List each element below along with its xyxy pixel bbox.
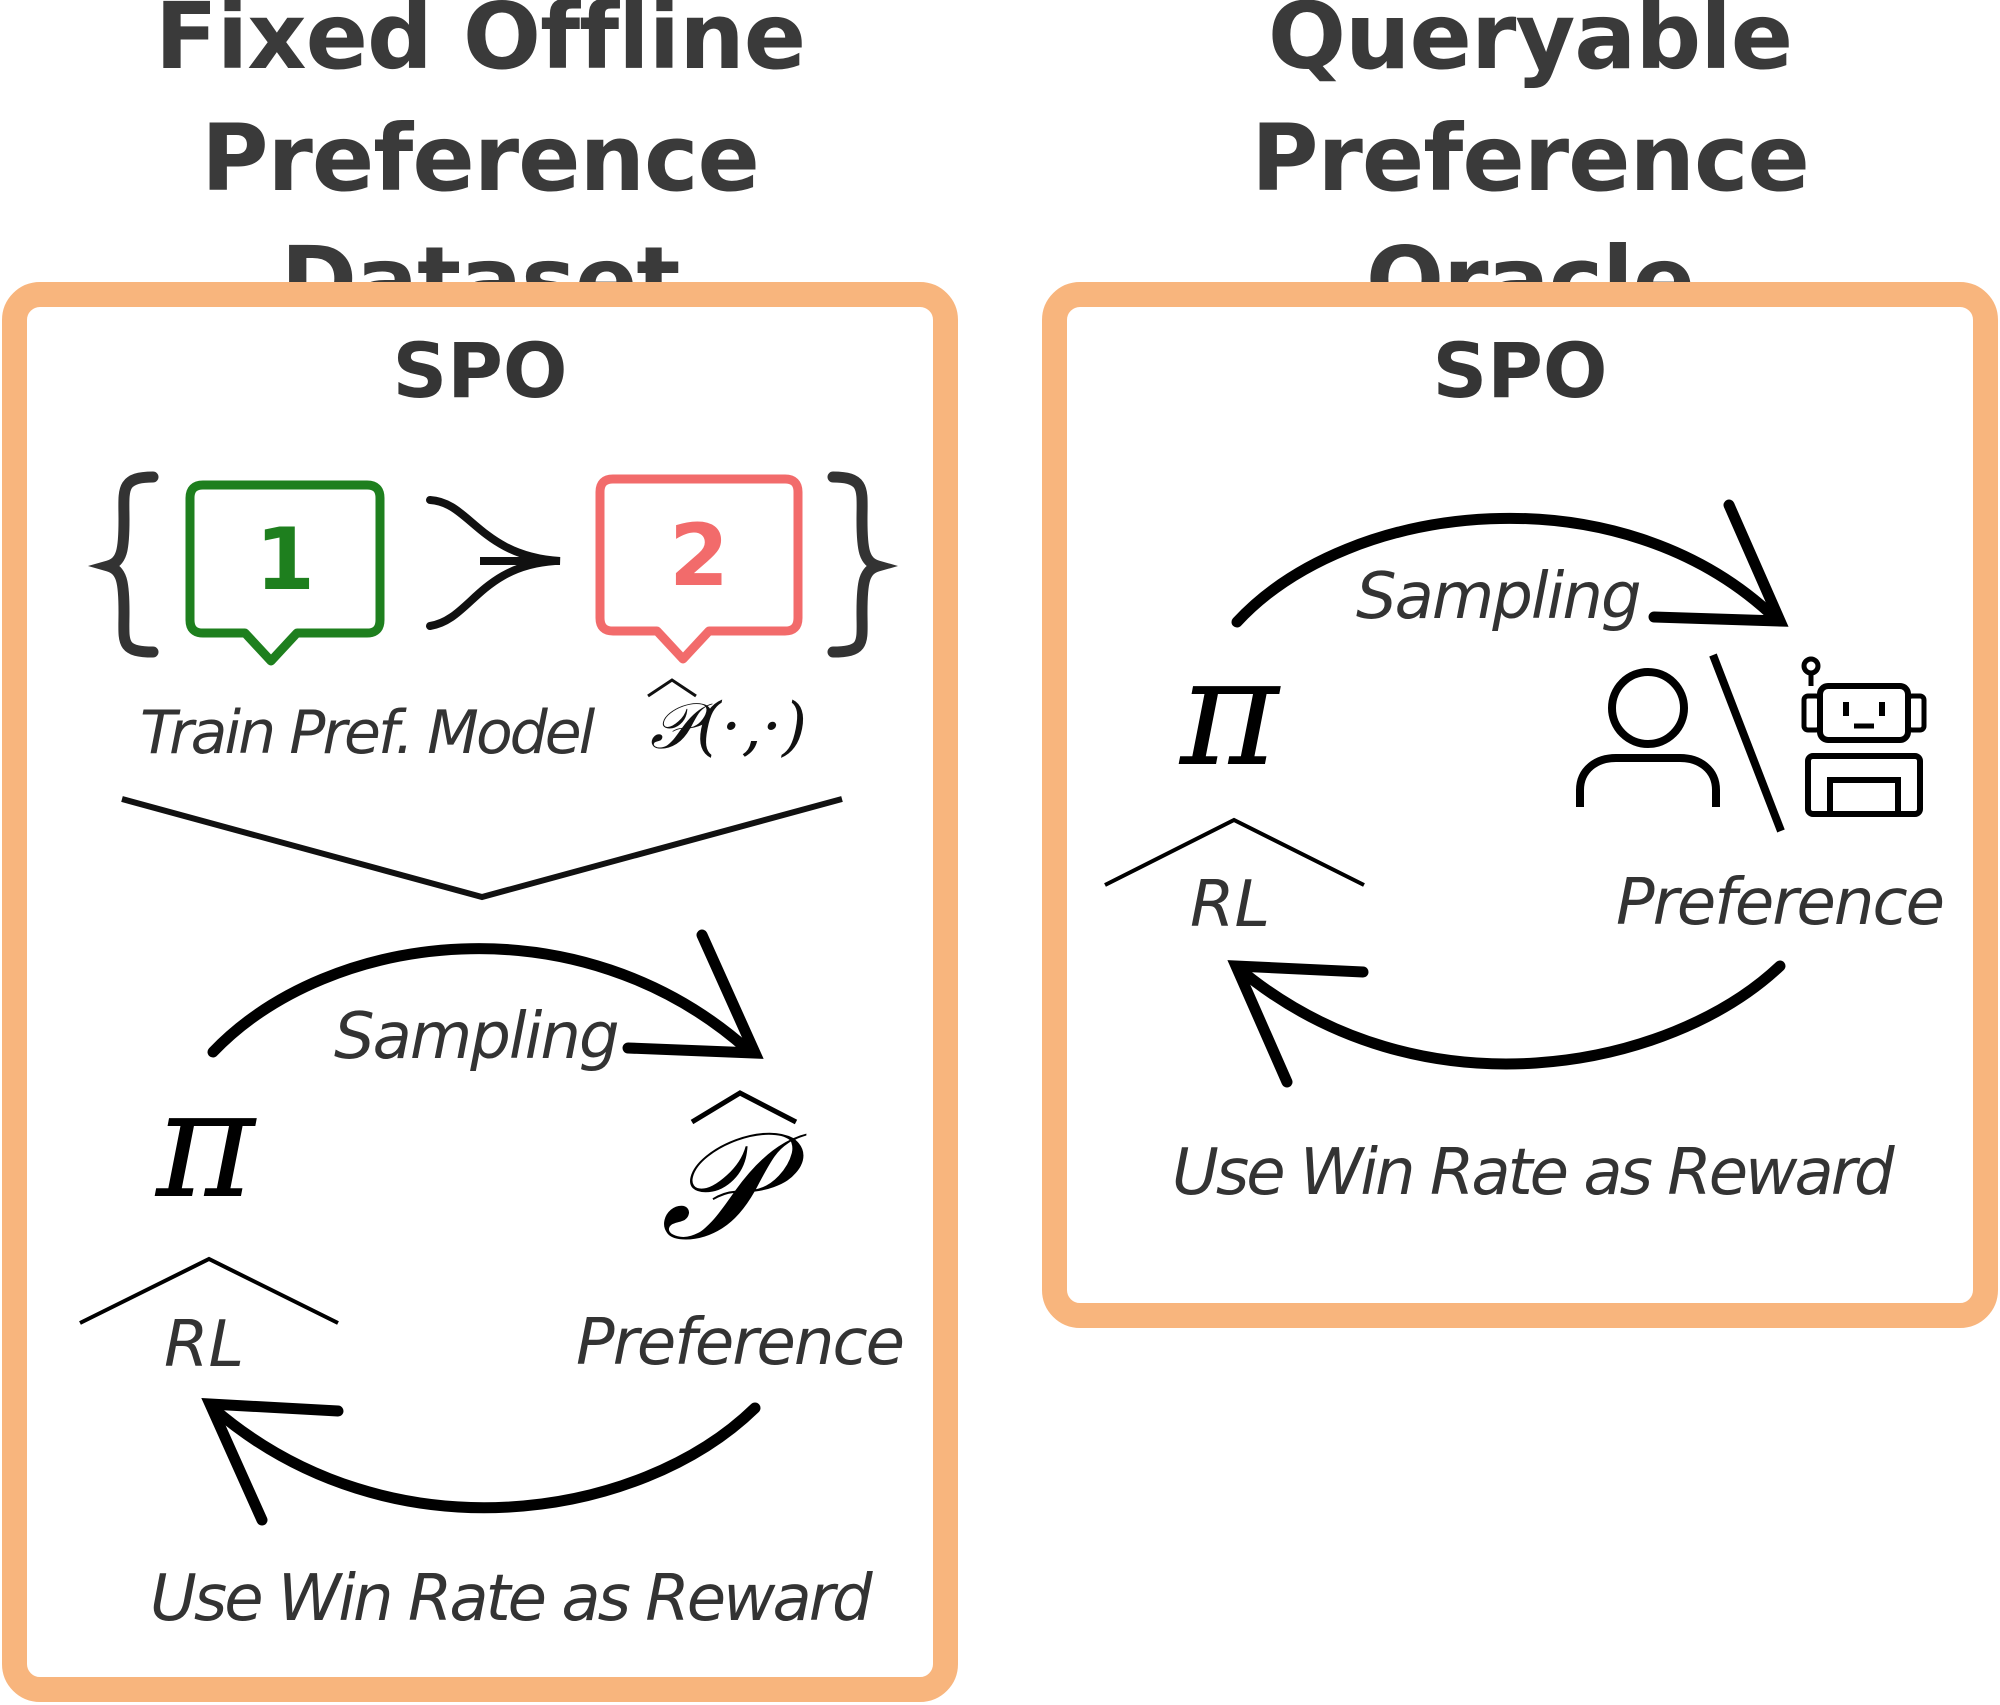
option-1-number: 1 [255, 510, 315, 610]
left-brace [88, 471, 159, 658]
robot-icon [1801, 656, 1927, 817]
right-reward-label: Use Win Rate as Reward [1172, 1136, 1895, 1210]
left-panel-header: SPO [392, 326, 568, 415]
left-sampling-label: Sampling [334, 1000, 620, 1074]
right-sampling-arrow [1231, 512, 1781, 628]
left-rl-caret [79, 1256, 339, 1325]
right-preference-label: Preference [1616, 866, 1945, 940]
right-panel-header: SPO [1432, 326, 1608, 415]
left-reward-label: Use Win Rate as Reward [150, 1562, 873, 1636]
left-pref-hat [690, 1090, 798, 1125]
right-brace [827, 471, 898, 658]
left-preference-label: Preference [576, 1306, 905, 1380]
train-pref-model-label: Train Pref. Model [140, 698, 595, 768]
left-rl-label: RL [164, 1308, 245, 1382]
left-sampling-arrow [207, 943, 754, 1058]
pref-model-math: 𝒫(·,·) [650, 690, 807, 764]
left-reward-arrow [208, 1402, 761, 1514]
right-policy-symbol: π [1180, 626, 1279, 800]
pref-model-math-text: 𝒫(·,·) [650, 690, 808, 764]
right-title: Queryable Preference Oracle [1080, 0, 1980, 342]
right-rl-label: RL [1190, 868, 1271, 942]
left-pref-symbol: 𝒫 [660, 1100, 769, 1274]
right-panel [1042, 282, 1998, 1328]
option-2-number: 2 [669, 506, 729, 606]
option-1-bubble [185, 480, 385, 666]
human-icon [1576, 668, 1720, 807]
right-sampling-label: Sampling [1356, 560, 1642, 634]
oracle-separator [1709, 653, 1785, 833]
left-policy-symbol: π [156, 1058, 255, 1232]
right-title-line-1: Queryable [1267, 0, 1793, 90]
right-title-line-2: Preference Oracle [1251, 105, 1810, 334]
option-2-bubble [595, 474, 803, 664]
left-title: Fixed Offline Preference Dataset [20, 0, 940, 342]
left-title-line-1: Fixed Offline [154, 0, 806, 90]
funnel-lines [121, 796, 843, 901]
right-reward-arrow [1232, 960, 1786, 1070]
right-rl-caret [1104, 817, 1365, 887]
